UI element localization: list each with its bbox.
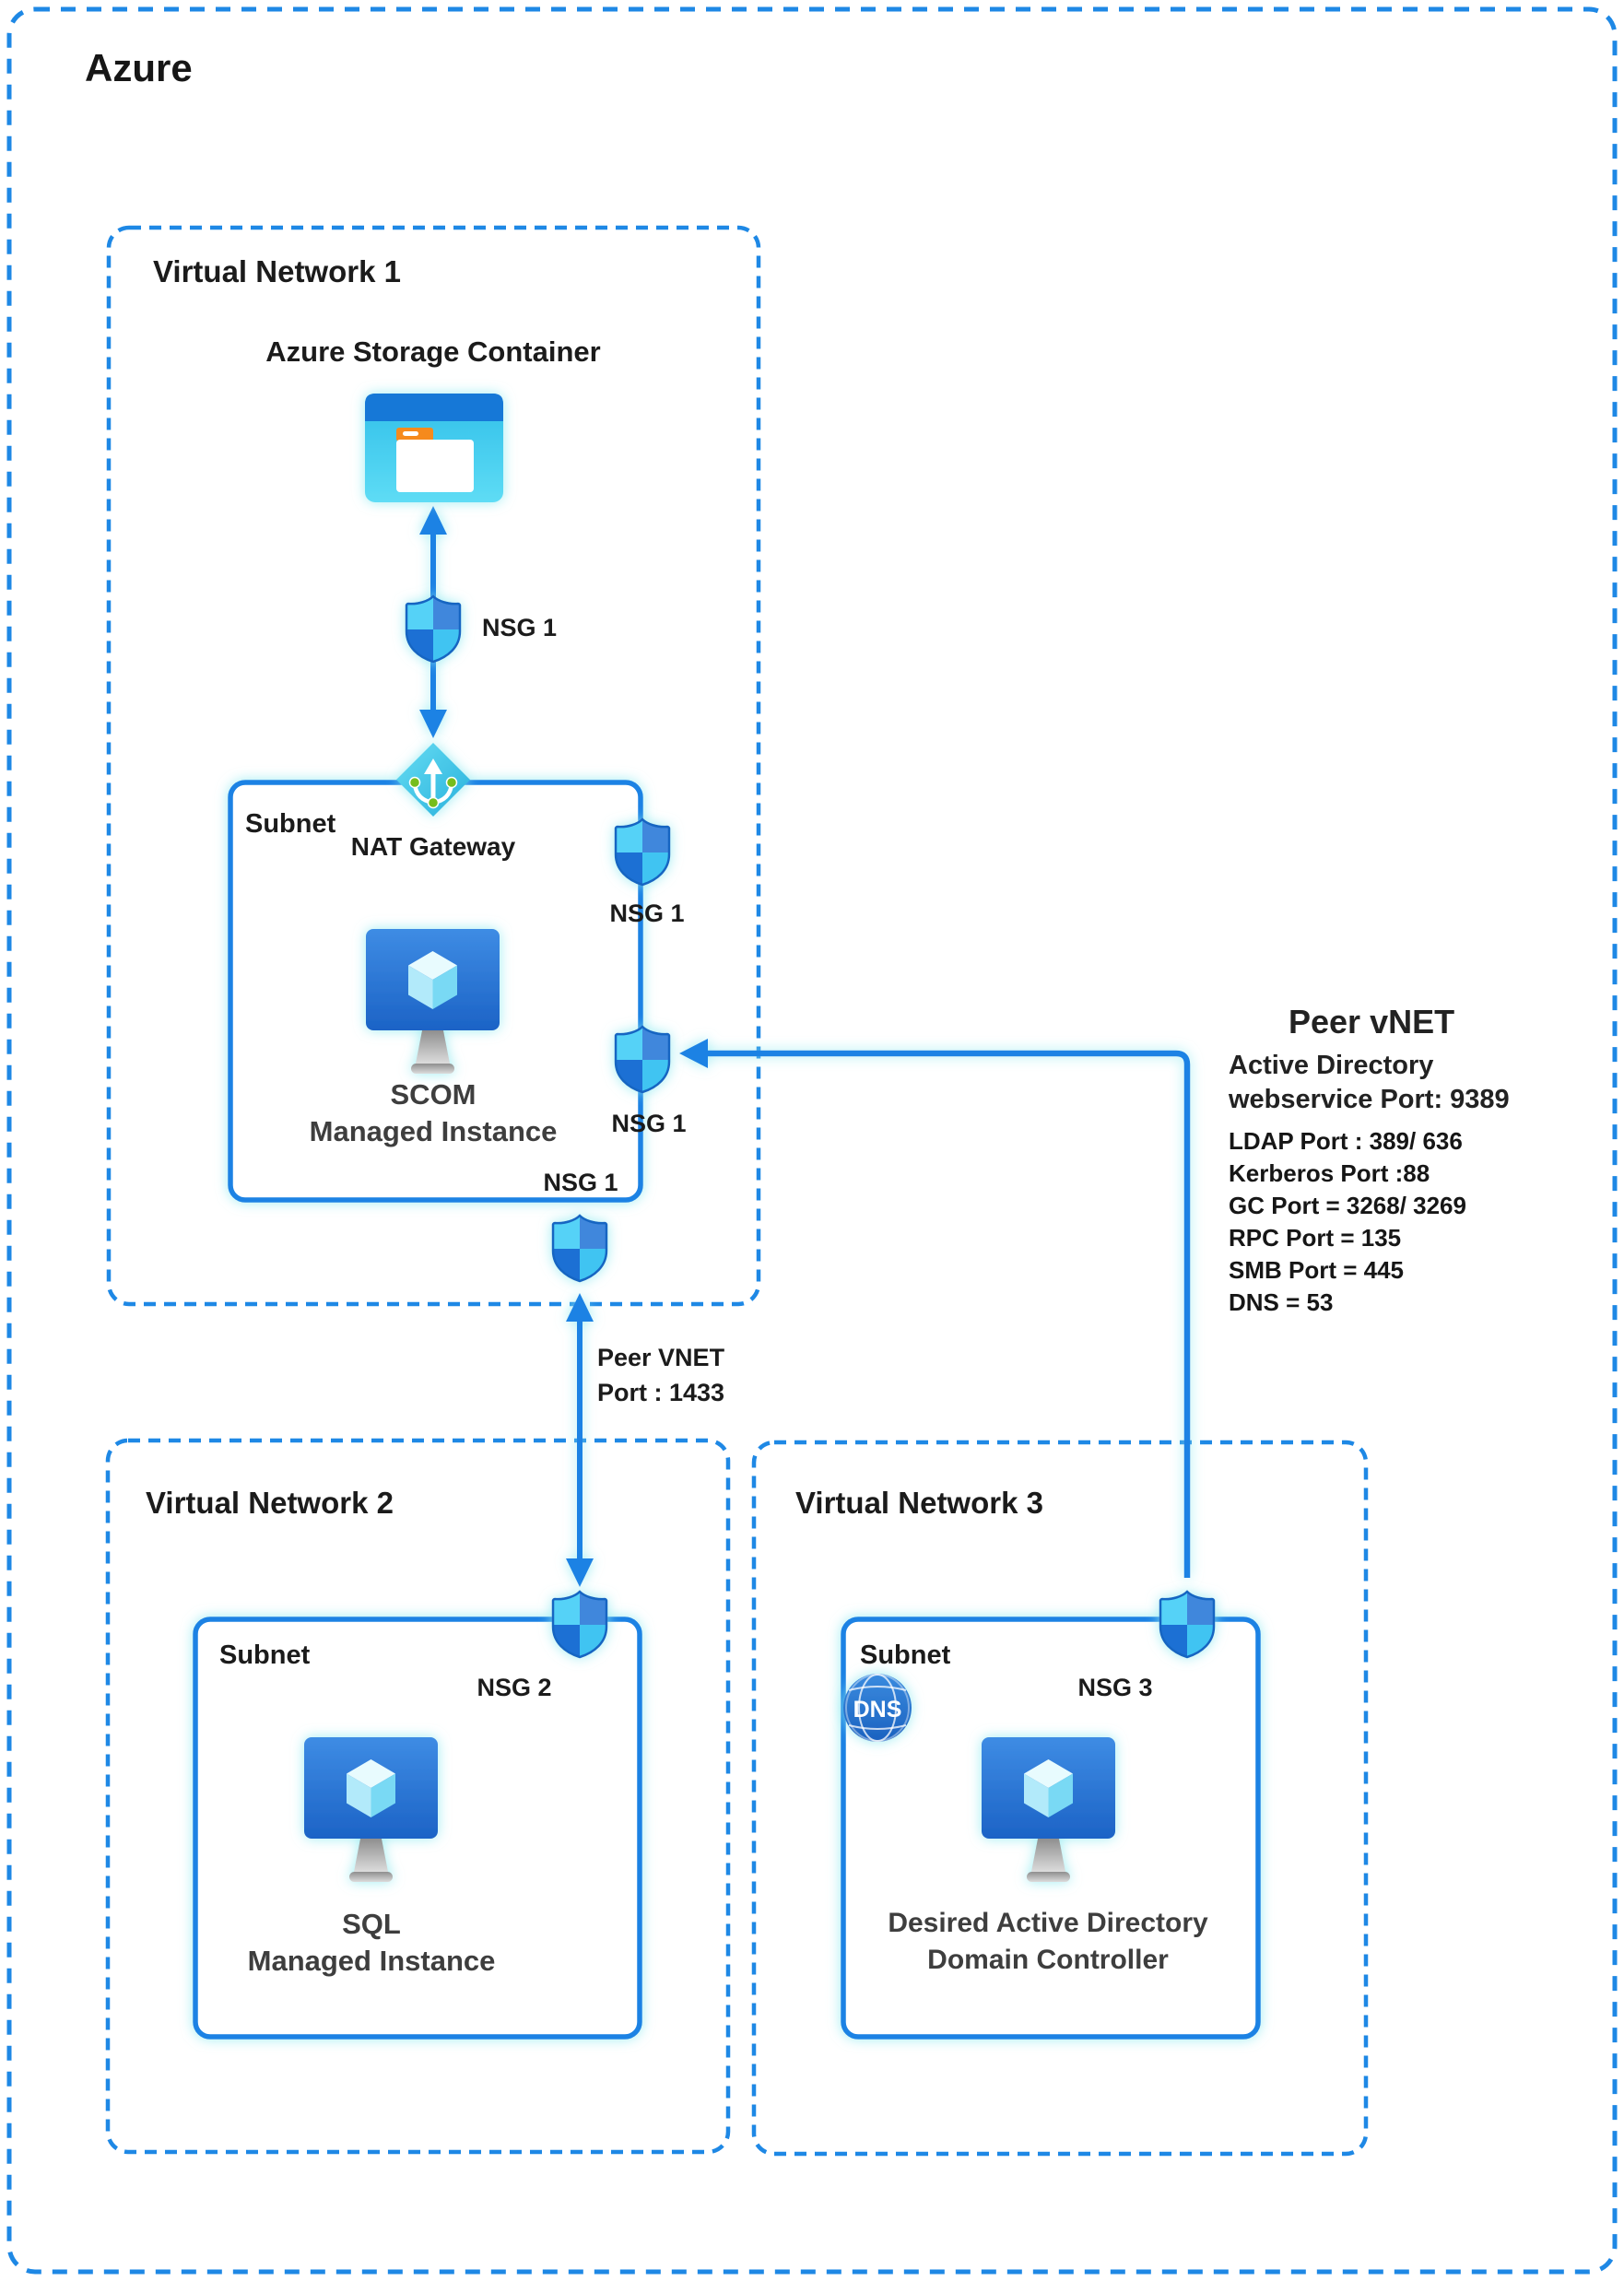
storage-container-label: Azure Storage Container: [265, 335, 601, 368]
dns-icon-label: DNS: [853, 1697, 902, 1723]
port-item: SMB Port = 445: [1229, 1256, 1405, 1284]
sql-label-line2: Managed Instance: [247, 1945, 496, 1977]
nsg2-label: NSG 2: [477, 1674, 552, 1701]
vnet2-label: Virtual Network 2: [146, 1486, 394, 1520]
subnet3-label: Subnet: [860, 1640, 951, 1670]
virtual-network-2-box: [105, 1438, 731, 2155]
dns-icon: DNS: [843, 1674, 912, 1742]
nat-gateway-icon: [396, 743, 470, 817]
nsg1-right-upper-label: NSG 1: [609, 899, 685, 927]
nsg1-storage-shield-icon: [404, 594, 463, 664]
virtual-network-1-box: [106, 225, 761, 1307]
peer-vnet-link-line1: Peer VNET: [597, 1344, 725, 1371]
vnet3-label: Virtual Network 3: [795, 1486, 1043, 1520]
peer-vnet-note-title: Peer vNET: [1289, 1003, 1455, 1041]
port-item: LDAP Port : 389/ 636: [1229, 1127, 1463, 1155]
folder-body-icon: [396, 440, 474, 492]
subnet2-label: Subnet: [219, 1640, 311, 1670]
port-item: DNS = 53: [1229, 1288, 1334, 1316]
sql-label-line1: SQL: [342, 1908, 401, 1940]
azure-storage-container-icon: [365, 394, 503, 502]
scom-label-line1: SCOM: [390, 1078, 477, 1111]
scom-label-line2: Managed Instance: [309, 1115, 558, 1147]
nsg1-bottom-shield-icon: [550, 1213, 609, 1283]
peer-vnet-note-subtitle1: Active Directory: [1229, 1051, 1434, 1080]
port-item: RPC Port = 135: [1229, 1224, 1402, 1252]
nsg1-right-lower-label: NSG 1: [611, 1110, 687, 1137]
domain-controller-label-line2: Domain Controller: [927, 1945, 1169, 1975]
nat-gateway-label: NAT Gateway: [350, 832, 516, 861]
nsg1-storage-label: NSG 1: [482, 614, 558, 641]
port-item: GC Port = 3268/ 3269: [1229, 1192, 1466, 1219]
subnet1-label: Subnet: [245, 809, 336, 839]
peer-vnet-link-line2: Port : 1433: [597, 1379, 725, 1406]
peer-vnet-1433-arrow: [566, 1293, 594, 1587]
vnet1-label: Virtual Network 1: [153, 254, 401, 288]
nsg3-label: NSG 3: [1077, 1674, 1153, 1701]
azure-boundary-box: [6, 6, 1618, 2275]
nsg1-bottom-label: NSG 1: [543, 1169, 618, 1196]
page-title: Azure: [85, 46, 193, 89]
peer-vnet-note-subtitle2: webservice Port: 9389: [1229, 1085, 1510, 1114]
virtual-network-3-box: [751, 1440, 1369, 2157]
domain-controller-label-line1: Desired Active Directory: [888, 1908, 1208, 1938]
port-item: Kerberos Port :88: [1229, 1159, 1430, 1187]
peer-vnet-elbow-arrow: [679, 1039, 1191, 1578]
